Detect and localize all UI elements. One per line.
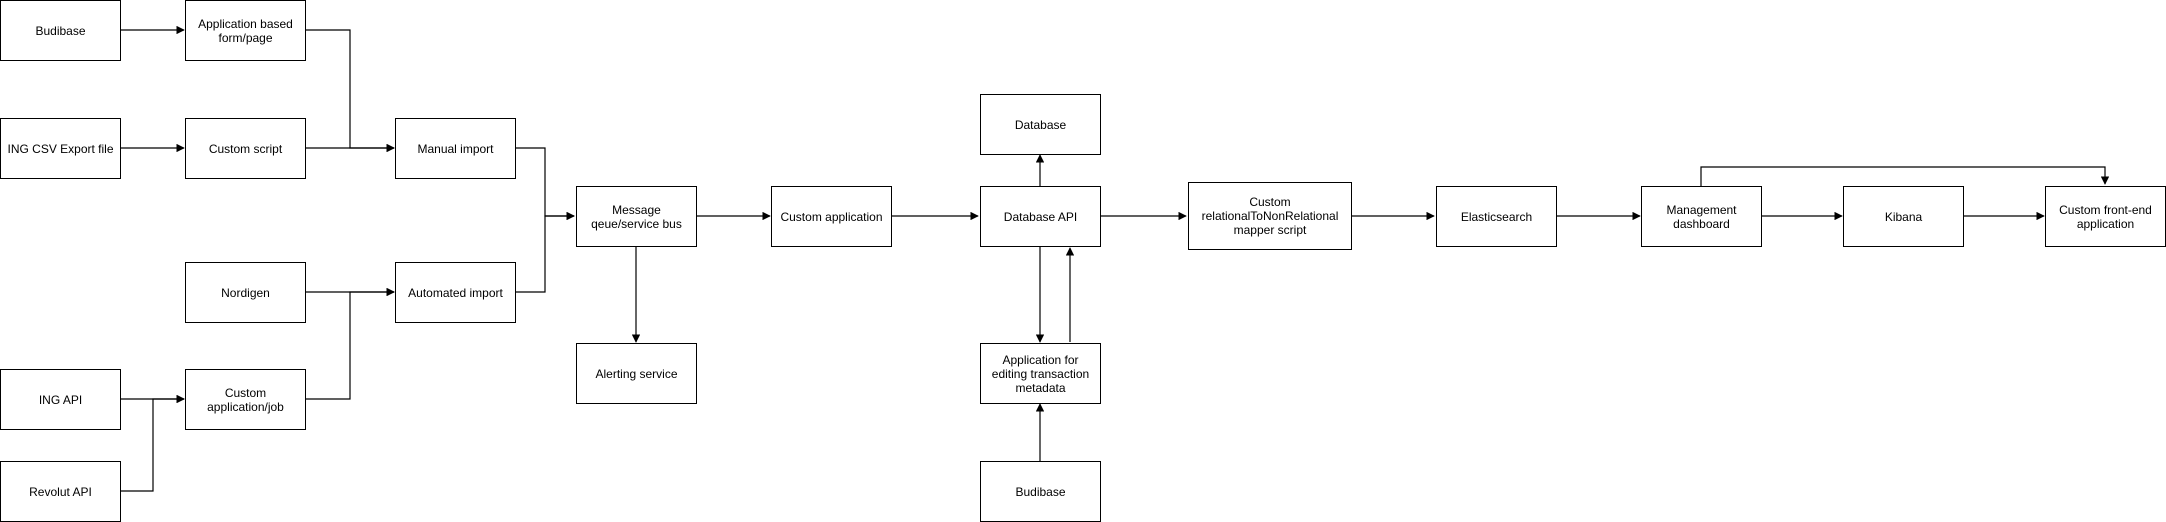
- node-manual-import: Manual import: [395, 118, 516, 179]
- edge-automated-to-bus: [515, 211, 575, 293]
- edge-management-to-frontend: [1700, 166, 2110, 186]
- node-custom-script: Custom script: [185, 118, 306, 179]
- edge-customjob-to-automated: [305, 287, 395, 400]
- node-database: Database: [980, 94, 1101, 155]
- node-database-api: Database API: [980, 186, 1101, 247]
- node-edit-application: Application for editing transaction meta…: [980, 343, 1101, 404]
- edge-manual-to-bus: [515, 147, 575, 221]
- node-custom-application: Custom application: [771, 186, 892, 247]
- node-budibase-top: Budibase: [0, 0, 121, 61]
- node-automated-import: Automated import: [395, 262, 516, 323]
- node-mapper-script: Custom relationalToNonRelational mapper …: [1188, 182, 1352, 250]
- node-budibase-bottom: Budibase: [980, 461, 1101, 522]
- node-nordigen: Nordigen: [185, 262, 306, 323]
- node-elasticsearch: Elasticsearch: [1436, 186, 1557, 247]
- node-kibana: Kibana: [1843, 186, 1964, 247]
- node-custom-application-job: Custom application/job: [185, 369, 306, 430]
- node-management-dashboard: Management dashboard: [1641, 186, 1762, 247]
- node-message-bus: Message qeue/service bus: [576, 186, 697, 247]
- node-frontend-application: Custom front-end application: [2045, 186, 2166, 247]
- node-application-form: Application based form/page: [185, 0, 306, 61]
- edge-revolut-to-customjob: [120, 394, 185, 492]
- node-revolut-api: Revolut API: [0, 461, 121, 522]
- node-alerting-service: Alerting service: [576, 343, 697, 404]
- node-ing-api: ING API: [0, 369, 121, 430]
- edge-appform-to-manual: [305, 29, 395, 153]
- node-ing-csv: ING CSV Export file: [0, 118, 121, 179]
